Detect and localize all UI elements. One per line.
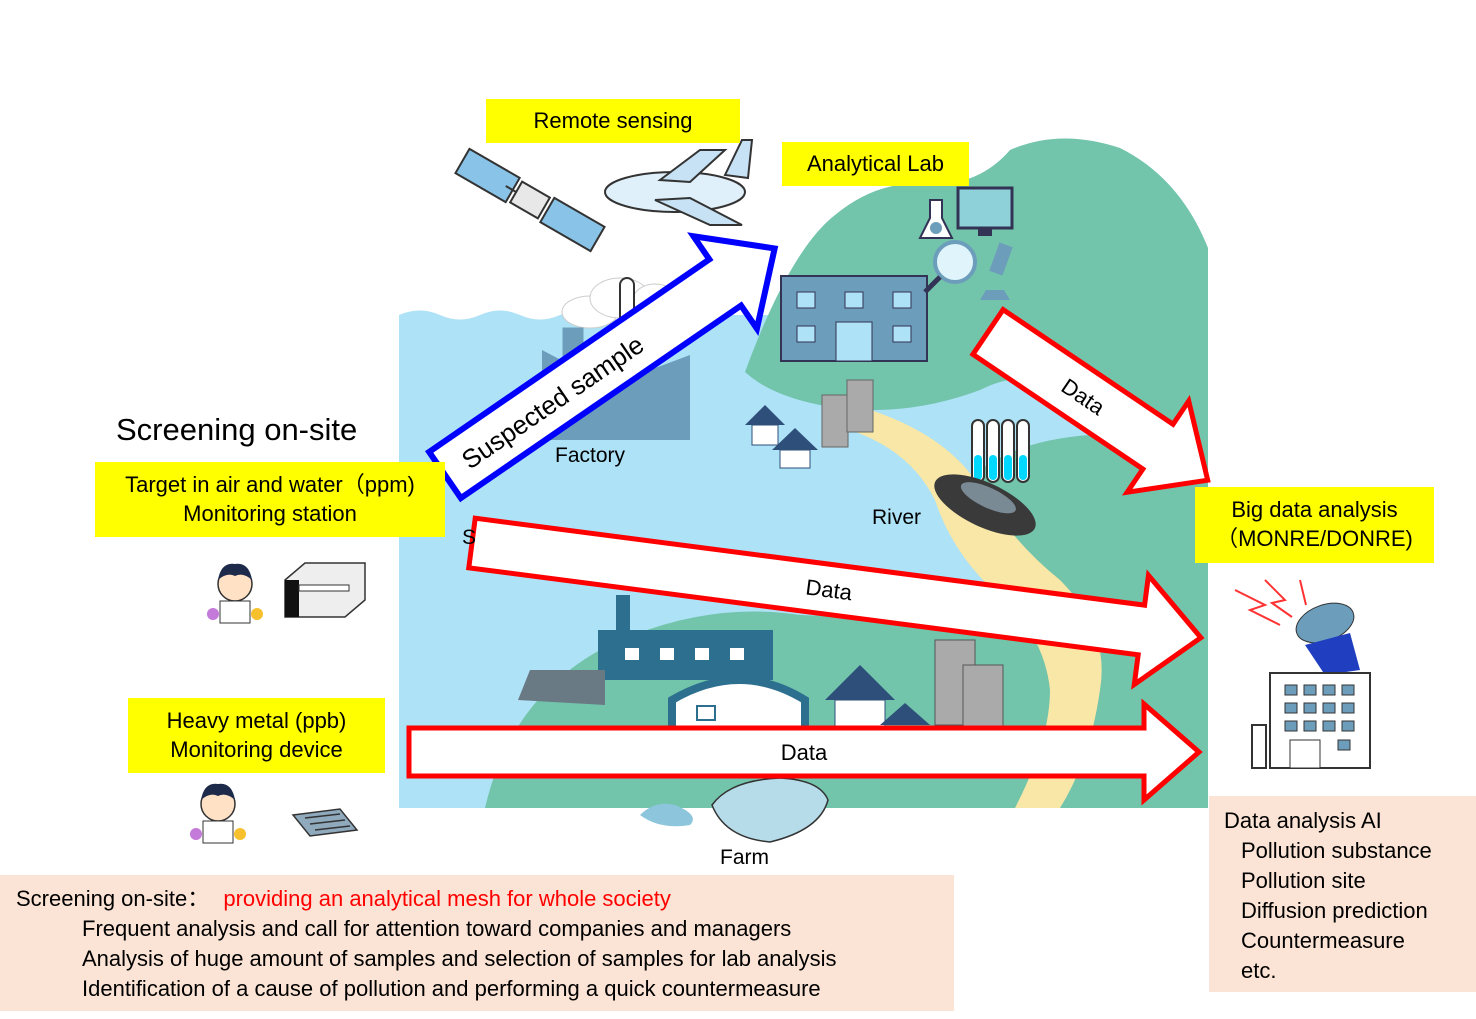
magnifier-icon bbox=[923, 240, 977, 294]
monitor-icon bbox=[956, 186, 1014, 236]
house-icon bbox=[880, 703, 930, 725]
big-data-line: Big data analysis bbox=[1231, 497, 1398, 522]
screening-item: Analysis of huge amount of samples and s… bbox=[82, 946, 837, 971]
antenna-icon bbox=[1295, 602, 1360, 675]
monre-line: （MONRE/DONRE) bbox=[1216, 526, 1413, 551]
ai-item: Countermeasure bbox=[1241, 928, 1405, 953]
farm-field-icon bbox=[640, 777, 829, 843]
factory-icon bbox=[518, 595, 773, 705]
data-analysis-ai-box: Data analysis AI Pollution substance Pol… bbox=[1209, 796, 1476, 992]
monitoring-device-label: Heavy metal (ppb) Monitoring device bbox=[128, 698, 385, 773]
big-data-label: Big data analysis （MONRE/DONRE) bbox=[1195, 487, 1434, 563]
station-line: Monitoring station bbox=[183, 501, 357, 526]
screening-item: Frequent analysis and call for attention… bbox=[82, 916, 792, 941]
device-line: Monitoring device bbox=[170, 737, 343, 762]
screening-summary-box: Screening on-site： providing an analytic… bbox=[0, 875, 954, 1011]
big-data-center-illustration bbox=[1234, 579, 1371, 769]
flask-icon bbox=[918, 199, 954, 239]
signal-icon bbox=[1234, 579, 1307, 626]
tower-icon bbox=[821, 379, 874, 448]
car-icon bbox=[934, 474, 1036, 536]
house-icon bbox=[772, 428, 818, 469]
suspected-sample-arrow: Suspected sample bbox=[424, 232, 779, 503]
screening-prefix: Screening on-site： bbox=[16, 886, 210, 911]
monitoring-station-icon bbox=[284, 562, 366, 618]
left-icons bbox=[190, 562, 366, 844]
screening-emphasis: providing an analytical mesh for whole s… bbox=[223, 886, 671, 911]
data-arrow-middle-label: Data bbox=[804, 574, 854, 605]
test-tube-icon bbox=[971, 419, 1030, 483]
screening-item: Identification of a cause of pollution a… bbox=[82, 976, 821, 1001]
data-arrow-bottom: Data bbox=[406, 698, 1203, 806]
factory-label: Factory bbox=[555, 444, 626, 467]
river-label: River bbox=[872, 506, 922, 529]
remote-sensing-label: Remote sensing bbox=[486, 99, 740, 143]
lab-building-icon bbox=[780, 275, 928, 362]
analytical-lab-label: Analytical Lab bbox=[782, 142, 969, 186]
data-arrow-bottom-label: Data bbox=[781, 740, 828, 765]
tower-icon bbox=[934, 639, 1004, 736]
microscope-icon bbox=[980, 242, 1013, 300]
screening-heading: Screening on-site bbox=[116, 412, 358, 447]
office-building-icon bbox=[1251, 672, 1371, 769]
ai-item: etc. bbox=[1241, 958, 1277, 983]
target-line: Target in air and water（ppm) bbox=[125, 472, 415, 497]
scientist-icon bbox=[207, 563, 263, 624]
farm-label: Farm bbox=[720, 846, 769, 869]
sensor-chip-icon bbox=[291, 808, 359, 837]
ai-item: Diffusion prediction bbox=[1241, 898, 1428, 923]
barn-icon bbox=[668, 676, 809, 744]
monitoring-station-label: Target in air and water（ppm) Monitoring … bbox=[95, 462, 445, 537]
data-arrow-lab: Data bbox=[969, 306, 1211, 496]
ai-item: Pollution substance bbox=[1241, 838, 1432, 863]
house-icon bbox=[745, 405, 785, 446]
heavy-metal-line: Heavy metal (ppb) bbox=[166, 708, 347, 733]
airplane-icon bbox=[604, 139, 754, 226]
screening-summary-title: Screening on-site： providing an analytic… bbox=[16, 884, 954, 914]
ai-box-title: Data analysis AI bbox=[1224, 808, 1382, 833]
partial-s-label: S bbox=[462, 526, 477, 549]
scientist-icon bbox=[190, 783, 246, 844]
satellite-icon bbox=[454, 147, 606, 253]
data-arrow-middle: Data bbox=[465, 515, 1205, 690]
ai-item: Pollution site bbox=[1241, 868, 1366, 893]
